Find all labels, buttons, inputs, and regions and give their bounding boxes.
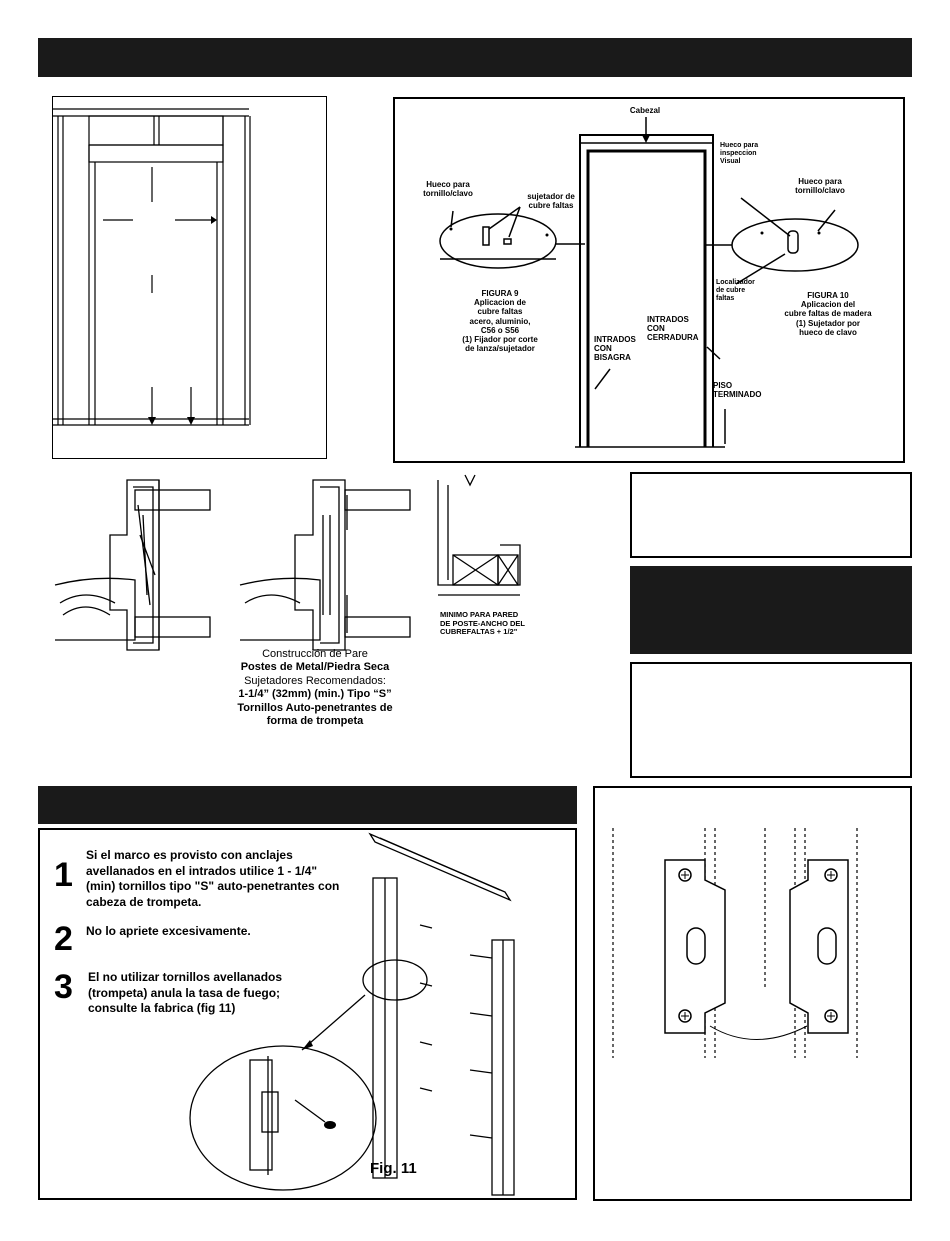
strike-plate-drawing: [612, 828, 858, 1058]
label-intrados-cerradura: INTRADOS CON CERRADURA: [647, 315, 699, 343]
dark-box: [630, 566, 912, 654]
caption-line-3: Sujetadores Recomendados:: [244, 674, 386, 687]
door-frame-figure: Cabezal Hueco para tornillo/clavo sujeta…: [393, 97, 905, 463]
wall-section-drawings: [54, 474, 521, 651]
label-localizador: Localizador de cubre faltas: [716, 279, 755, 303]
door-frame-drawing: [439, 117, 859, 448]
step-3-text: El no utilizar tornillos avellanados (tr…: [88, 970, 283, 1016]
step-2-text: No lo apriete excesivamente.: [86, 924, 251, 938]
label-cabezal: Cabezal: [629, 106, 661, 115]
instruction-box: 1 Si el marco es provisto con anclajes a…: [38, 828, 577, 1200]
caption-line-4: 1-1/4” (32mm) (min.) Tipo “S”: [238, 688, 392, 701]
step-2-number: 2: [54, 920, 73, 958]
caption-line-2: Postes de Metal/Piedra Seca: [240, 661, 390, 674]
caption-line-1: Construcción de Pare: [262, 648, 368, 660]
blank-box-1: [630, 472, 912, 558]
strike-plate-box: [593, 786, 912, 1201]
label-hueco-tornillo-left: Hueco para tornillo/clavo: [423, 180, 473, 199]
label-figura9: FIGURA 9 Aplicacion de cubre faltas acer…: [462, 289, 538, 354]
fig11-label: Fig. 11: [370, 1160, 417, 1177]
step-1-number: 1: [54, 856, 73, 894]
caption-line-6: forma de trompeta: [266, 715, 364, 728]
label-piso-terminado: PISO TERMINADO: [713, 381, 762, 400]
label-hueco-inspeccion: Hueco para inspeccion Visual: [720, 142, 759, 166]
step-1-text: Si el marco es provisto con anclajes ave…: [86, 848, 340, 909]
step-3-number: 3: [54, 968, 73, 1006]
caption-line-5: Tornillos Auto-penetrantes de: [237, 701, 393, 714]
label-figura10: FIGURA 10 Aplicacion del cubre faltas de…: [784, 291, 872, 337]
fig11-drawing: [189, 832, 515, 1196]
label-hueco-tornillo-right: Hueco para tornillo/clavo: [795, 177, 845, 196]
label-minimo: MINIMO PARA PARED DE POSTE-ANCHO DEL CUB…: [440, 610, 526, 637]
wall-framing-drawing: [53, 108, 251, 426]
label-sujetador: sujetador de cubre faltas: [527, 192, 575, 211]
wall-caption: Construcción de Pare Postes de Metal/Pie…: [200, 648, 430, 728]
label-intrados-bisagra: INTRADOS CON BISAGRA: [594, 335, 636, 363]
blank-box-2: [630, 662, 912, 778]
wall-framing-diagram: [52, 96, 327, 459]
section-header-bar: [38, 786, 577, 824]
top-header-bar: [38, 38, 912, 77]
